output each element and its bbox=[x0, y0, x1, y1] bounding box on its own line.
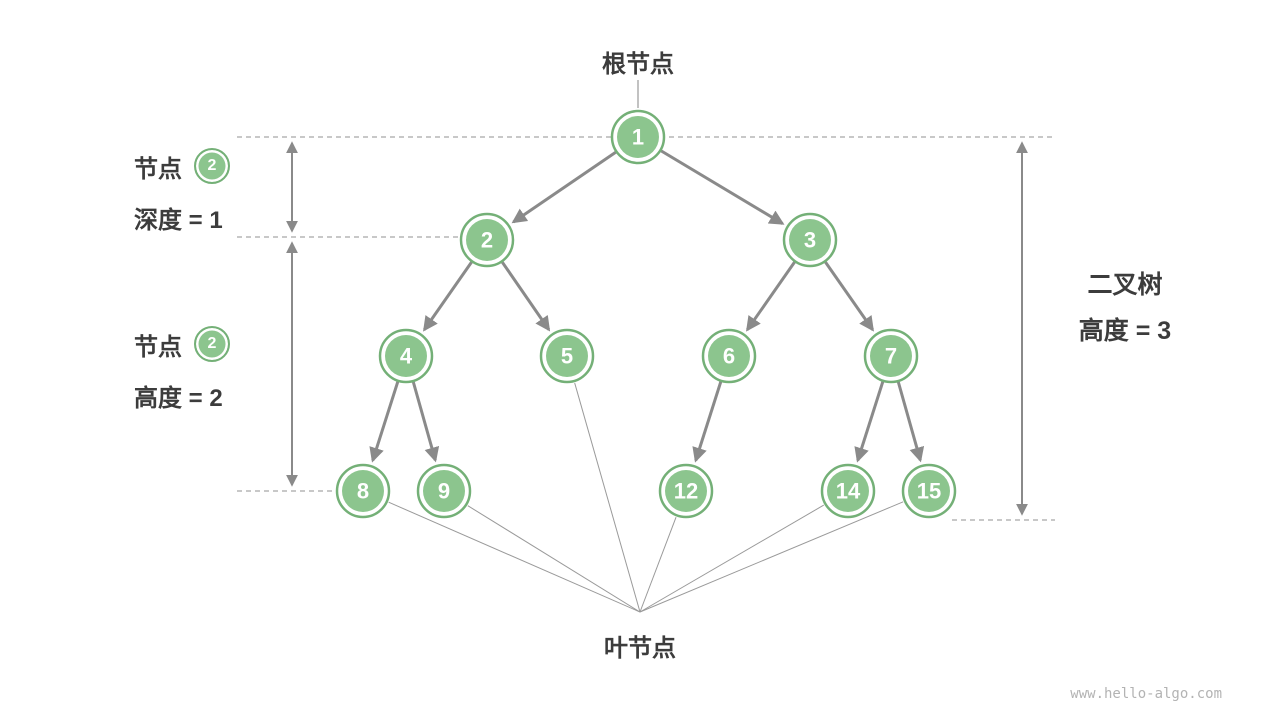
leaf-pointer-line-8 bbox=[388, 501, 641, 613]
node-height-badge-circle: 2 bbox=[194, 326, 230, 362]
tree-node-9: 9 bbox=[416, 463, 472, 519]
node-depth-badge-circle: 2 bbox=[194, 148, 230, 184]
tree-node-15: 15 bbox=[901, 463, 957, 519]
tree-node-value-3: 3 bbox=[804, 228, 816, 253]
tree-node-8: 8 bbox=[335, 463, 391, 519]
tree-node-value-5: 5 bbox=[561, 344, 573, 369]
tree-edge-1-3 bbox=[660, 149, 785, 225]
tree-node-7: 7 bbox=[863, 328, 919, 384]
tree-node-value-4: 4 bbox=[400, 344, 413, 369]
tree-edge-7-15 bbox=[896, 381, 925, 463]
tree-node-value-6: 6 bbox=[723, 344, 735, 369]
tree-node-value-1: 1 bbox=[632, 125, 644, 150]
annotation-tree-height: 二叉树 高度 = 3 bbox=[1060, 262, 1190, 354]
tree-edge-2-4 bbox=[423, 261, 473, 332]
tree-node-value-9: 9 bbox=[438, 479, 450, 504]
tree-edge-3-7 bbox=[824, 261, 874, 332]
tree-edge-1-2 bbox=[511, 150, 617, 224]
leaf-pointer-line-15 bbox=[639, 501, 904, 613]
node-depth-prefix: 节点 bbox=[134, 155, 182, 183]
tree-node-14: 14 bbox=[820, 463, 876, 519]
tree-node-value-2: 2 bbox=[481, 228, 493, 253]
node-height-value: 高度 = 2 bbox=[134, 385, 223, 412]
tree-edge-6-12 bbox=[692, 381, 723, 463]
tree-node-5: 5 bbox=[539, 328, 595, 384]
tree-node-1: 1 bbox=[610, 109, 666, 165]
tree-node-value-15: 15 bbox=[917, 479, 941, 504]
leaf-pointer-line-12 bbox=[639, 516, 677, 613]
tree-edge-3-6 bbox=[746, 261, 796, 332]
tree-edge-2-5 bbox=[501, 261, 551, 332]
tree-node-12: 12 bbox=[658, 463, 714, 519]
tree-edge-7-14 bbox=[854, 381, 885, 463]
tree-edge-4-9 bbox=[411, 381, 440, 463]
tree-node-2: 2 bbox=[459, 212, 515, 268]
tree-node-6: 6 bbox=[701, 328, 757, 384]
root-node-label: 根节点 bbox=[602, 51, 674, 78]
tree-node-value-7: 7 bbox=[885, 344, 897, 369]
tree-height-title: 二叉树 bbox=[1087, 271, 1163, 299]
tree-node-4: 4 bbox=[378, 328, 434, 384]
tree-node-3: 3 bbox=[782, 212, 838, 268]
leaf-node-label: 叶节点 bbox=[604, 635, 676, 662]
tree-node-value-12: 12 bbox=[674, 479, 698, 504]
node-depth-value: 深度 = 1 bbox=[134, 207, 223, 234]
tree-node-value-14: 14 bbox=[836, 479, 861, 504]
leaf-pointer-line-14 bbox=[639, 504, 825, 613]
annotation-node-height: 节点 2 高度 = 2 bbox=[134, 326, 230, 413]
node-height-prefix: 节点 bbox=[134, 333, 182, 361]
leaf-pointer-line-5 bbox=[574, 382, 641, 613]
tree-height-value: 高度 = 3 bbox=[1078, 317, 1172, 345]
leaf-pointer-line-9 bbox=[467, 505, 641, 613]
watermark: www.hello-algo.com bbox=[1070, 686, 1222, 702]
tree-node-value-8: 8 bbox=[357, 479, 369, 504]
tree-edge-4-8 bbox=[369, 381, 400, 463]
annotation-node-depth: 节点 2 深度 = 1 bbox=[134, 148, 230, 235]
